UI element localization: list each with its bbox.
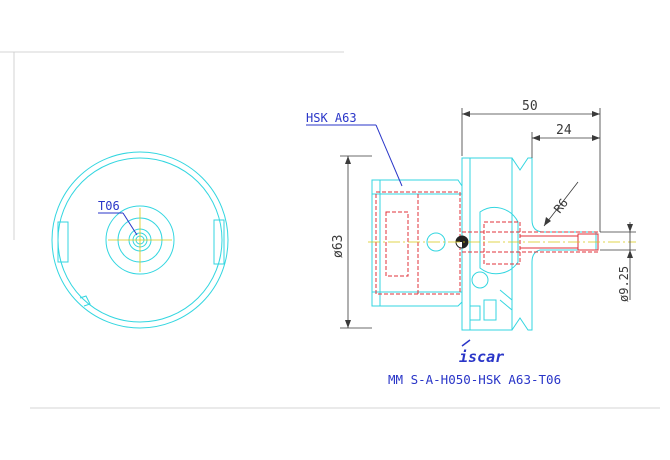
hsk-label: HSK A63 (306, 111, 357, 125)
front-view (51, 151, 229, 329)
hsk-callout: HSK A63 (306, 111, 403, 187)
t06-label: T06 (98, 199, 120, 213)
dimensions: 50 24 R6 ø63 ø9.25 (331, 99, 636, 329)
part-number: MM S-A-H050-HSK A63-T06 (388, 372, 561, 387)
t06-callout: T06 (98, 199, 138, 236)
dim-50-label: 50 (522, 99, 538, 114)
dim-d63-label: ø63 (331, 235, 346, 258)
brand-logo: iscar (459, 339, 504, 366)
side-view (368, 157, 636, 331)
sheet-frame (0, 51, 660, 409)
dim-d925-label: ø9.25 (617, 266, 631, 302)
drive-slot-right (213, 219, 225, 265)
drive-slot-left (57, 221, 69, 263)
logo-text: iscar (459, 348, 504, 366)
dim-24-label: 24 (556, 123, 572, 138)
